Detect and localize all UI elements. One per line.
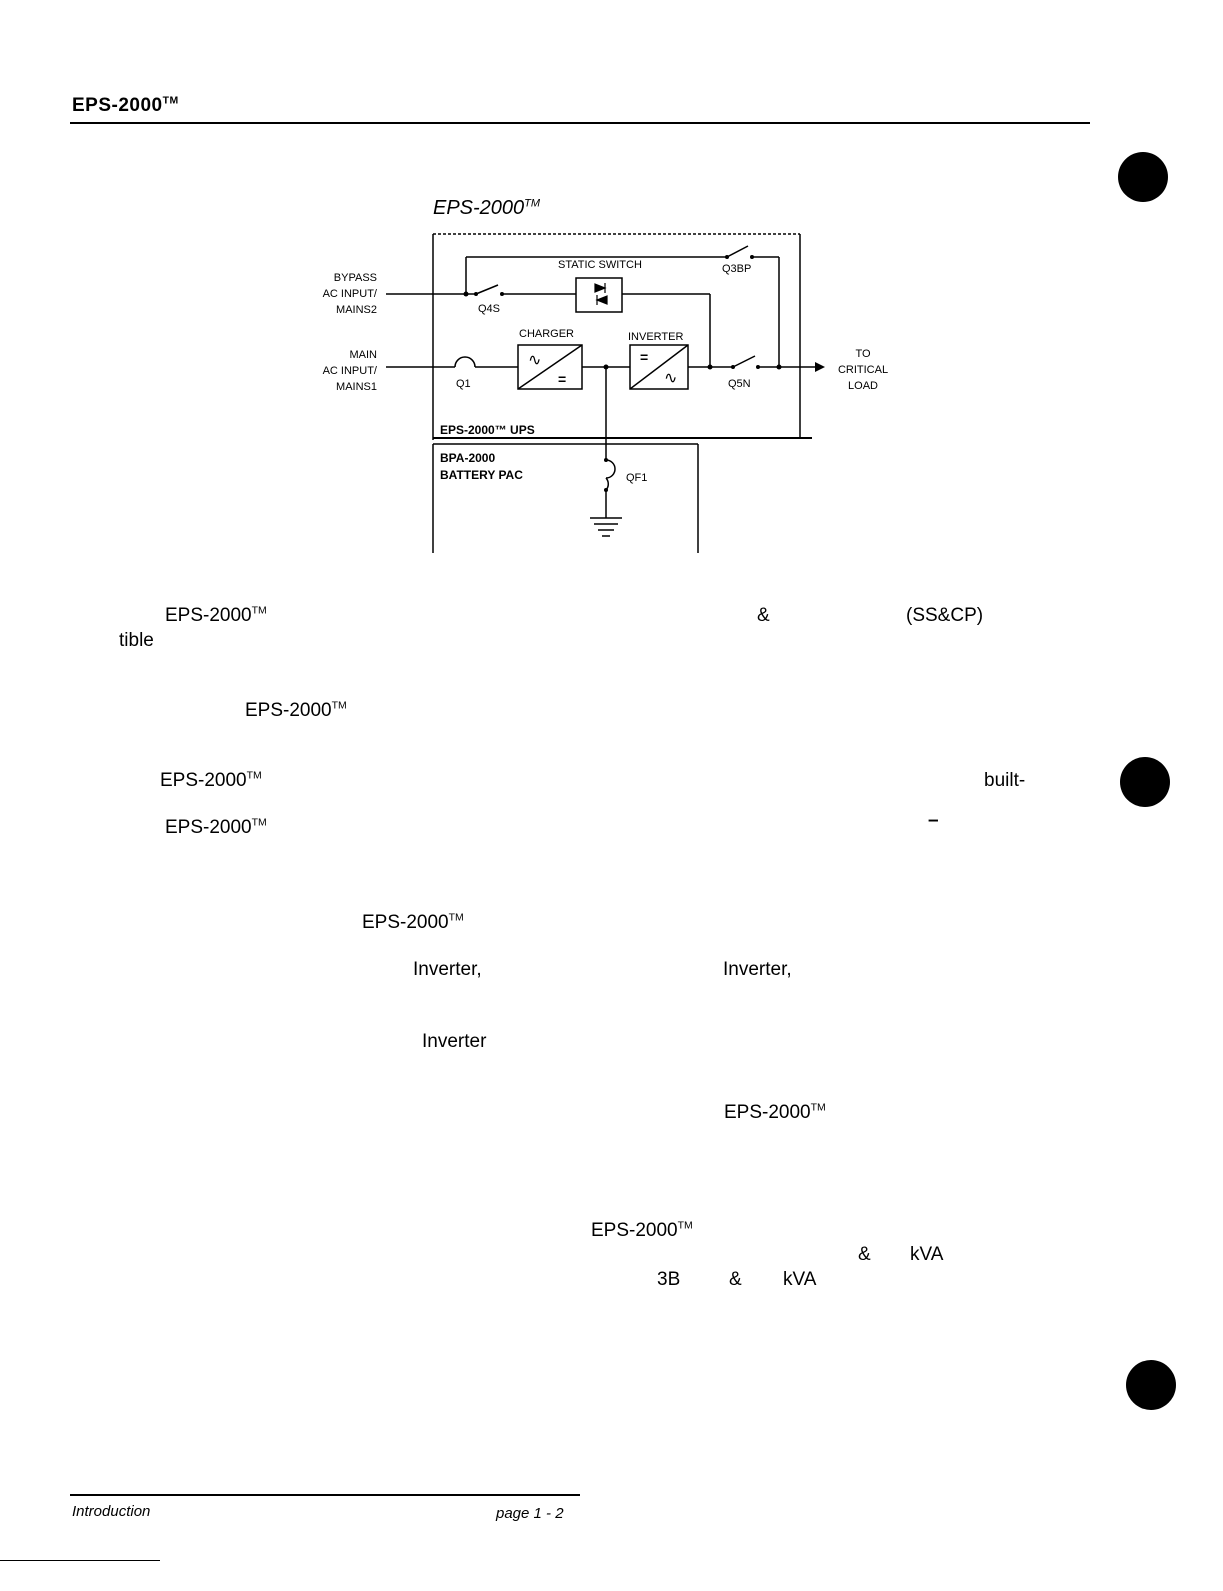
body-fragment: tible — [119, 630, 154, 651]
punch-hole-bottom — [1126, 1360, 1176, 1410]
body-fragment: EPS-2000TM — [591, 1220, 693, 1241]
label-static-switch: STATIC SWITCH — [558, 259, 642, 271]
label-q1: Q1 — [456, 378, 471, 390]
label-main-1: MAIN — [350, 349, 378, 361]
label-to-3: LOAD — [848, 380, 878, 392]
svg-text:∿: ∿ — [528, 352, 541, 369]
label-main-2: AC INPUT/ — [323, 365, 378, 377]
label-charger: CHARGER — [519, 328, 574, 340]
label-bypass-1: BYPASS — [334, 272, 377, 284]
punch-hole-top — [1118, 152, 1168, 202]
body-fragment: EPS-2000TM — [165, 605, 267, 626]
body-fragment: kVA — [910, 1244, 944, 1265]
page-header-title: EPS-2000TM — [72, 95, 179, 116]
label-bypass-2: AC INPUT/ — [323, 288, 378, 300]
footer-section-name: Introduction — [72, 1503, 151, 1520]
label-main-3: MAINS1 — [336, 381, 377, 393]
label-q4s: Q4S — [478, 303, 500, 315]
body-fragment: EPS-2000TM — [362, 912, 464, 933]
body-fragment: & — [729, 1269, 742, 1290]
body-fragment: 3B — [657, 1269, 681, 1290]
body-fragment: – — [928, 810, 939, 831]
ups-block-diagram: ∿ = = ∿ BYPASS AC INPUT/ MAINS2 MAIN AC … — [323, 233, 888, 553]
label-inverter: INVERTER — [628, 331, 683, 343]
scan-edge-line — [0, 1560, 160, 1561]
body-fragment: EPS-2000TM — [160, 770, 262, 791]
svg-text:=: = — [558, 371, 566, 387]
body-fragment: EPS-2000TM — [724, 1102, 826, 1123]
label-ups: EPS-2000™ UPS — [440, 423, 535, 437]
label-to-1: TO — [855, 348, 871, 360]
body-fragment: Inverter, — [723, 959, 792, 980]
footer-page-number: page 1 - 2 — [496, 1505, 564, 1522]
body-fragment: (SS&CP) — [906, 605, 984, 626]
svg-text:=: = — [640, 349, 648, 365]
label-to-2: CRITICAL — [838, 364, 888, 376]
label-bpa-2: BATTERY PAC — [440, 468, 523, 482]
header-divider — [70, 122, 1090, 124]
label-bypass-3: MAINS2 — [336, 304, 377, 316]
body-fragment: kVA — [783, 1269, 817, 1290]
body-fragment: & — [858, 1244, 871, 1265]
body-fragment: EPS-2000TM — [245, 700, 347, 721]
body-fragment: & — [757, 605, 770, 626]
label-q3bp: Q3BP — [722, 263, 751, 275]
body-fragment: Inverter — [422, 1031, 487, 1052]
svg-text:∿: ∿ — [664, 370, 677, 387]
body-fragment: built- — [984, 770, 1026, 791]
label-bpa-1: BPA-2000 — [440, 451, 495, 465]
footer-divider — [70, 1494, 580, 1496]
body-fragment: EPS-2000TM — [165, 817, 267, 838]
body-fragment: Inverter, — [413, 959, 482, 980]
label-q5n: Q5N — [728, 378, 751, 390]
punch-hole-middle — [1120, 757, 1170, 807]
label-qf1: QF1 — [626, 472, 647, 484]
figure-title: EPS-2000TM — [433, 197, 541, 219]
